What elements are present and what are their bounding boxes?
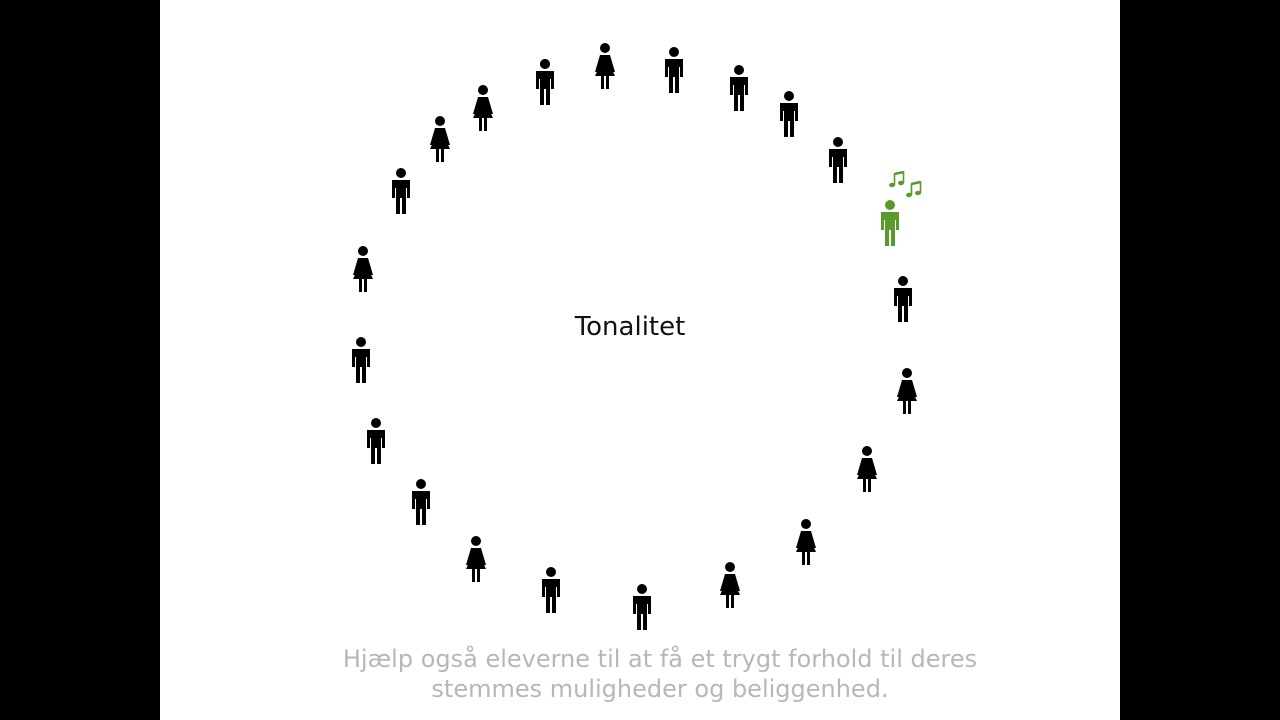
female-person-icon xyxy=(857,446,877,492)
female-person-icon xyxy=(595,43,615,89)
singing-person-icon xyxy=(881,200,899,246)
slide-caption: Hjælp også eleverne til at få et trygt f… xyxy=(300,644,1020,704)
male-person-icon xyxy=(352,337,370,383)
male-person-icon xyxy=(536,59,554,105)
caption-line-1: Hjælp også eleverne til at få et trygt f… xyxy=(342,645,978,673)
male-person-icon xyxy=(542,567,560,613)
male-person-icon xyxy=(780,91,798,137)
male-person-icon xyxy=(412,479,430,525)
slide-title: Tonalitet xyxy=(574,312,686,342)
male-person-icon xyxy=(730,65,748,111)
female-person-icon xyxy=(466,536,486,582)
male-person-icon xyxy=(829,137,847,183)
male-person-icon xyxy=(894,276,912,322)
music-note-icon xyxy=(889,170,905,188)
female-person-icon xyxy=(430,116,450,162)
female-person-icon xyxy=(353,246,373,292)
female-person-icon xyxy=(897,368,917,414)
female-person-icon xyxy=(473,85,493,131)
caption-line-2: stemmes muligheder og beliggenhed. xyxy=(431,675,889,703)
music-notes-icon xyxy=(889,170,922,198)
female-person-icon xyxy=(720,562,740,608)
music-note-icon xyxy=(906,180,922,198)
male-person-icon xyxy=(392,168,410,214)
male-person-icon xyxy=(367,418,385,464)
male-person-icon xyxy=(665,47,683,93)
male-person-icon xyxy=(633,584,651,630)
female-person-icon xyxy=(796,519,816,565)
